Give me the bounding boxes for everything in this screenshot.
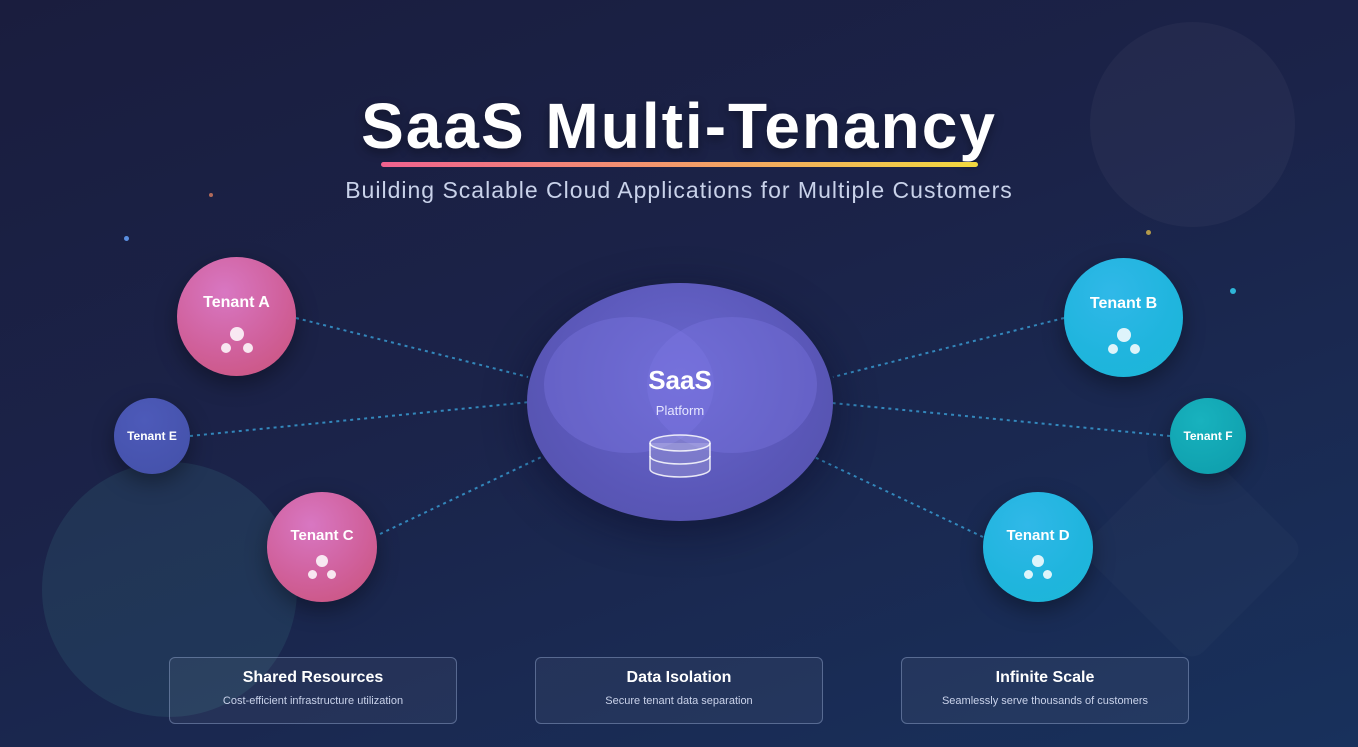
connector-tenant-e: [189, 401, 531, 437]
tenant-c-node: Tenant C: [267, 492, 377, 602]
decorative-dot: [1146, 230, 1151, 235]
saas-platform-hub: SaaS Platform: [527, 283, 833, 521]
users-icon: [219, 327, 255, 353]
database-icon: [649, 434, 711, 478]
hub-title: SaaS: [648, 365, 712, 395]
tenant-label: Tenant E: [127, 429, 177, 443]
tenant-label: Tenant D: [1006, 527, 1070, 544]
tenant-f-node: Tenant F: [1170, 398, 1246, 474]
tenant-label: Tenant A: [203, 294, 270, 311]
title-underline: [381, 162, 978, 167]
tenant-label: Tenant C: [290, 527, 354, 544]
feature-card-infinite-scale: Infinite Scale Seamlessly serve thousand…: [901, 657, 1189, 724]
connector-tenant-f: [831, 402, 1171, 437]
feature-description: Seamlessly serve thousands of customers: [941, 695, 1149, 707]
tenant-a-node: Tenant A: [177, 257, 296, 376]
decorative-dot: [124, 236, 129, 241]
feature-description: Cost-efficient infrastructure utilizatio…: [222, 695, 404, 707]
decorative-circle: [42, 462, 297, 717]
tenant-label: Tenant F: [1183, 429, 1233, 443]
feature-description: Secure tenant data separation: [605, 695, 753, 707]
connector-tenant-c: [379, 451, 553, 535]
feature-title: Data Isolation: [626, 669, 732, 686]
page-subtitle: Building Scalable Cloud Applications for…: [345, 177, 1013, 203]
tenant-b-node: Tenant B: [1064, 258, 1183, 377]
connector-tenant-a: [295, 317, 529, 378]
tenant-d-node: Tenant D: [983, 492, 1093, 602]
hub-lobe: [544, 317, 714, 453]
tenant-label: Tenant B: [1089, 295, 1158, 312]
users-icon: [1022, 555, 1054, 579]
users-icon: [1106, 328, 1142, 354]
feature-title: Infinite Scale: [995, 669, 1095, 686]
feature-title: Shared Resources: [242, 669, 384, 686]
feature-card-shared-resources: Shared Resources Cost-efficient infrastr…: [169, 657, 457, 724]
connector-tenant-b: [832, 317, 1065, 378]
tenant-e-node: Tenant E: [114, 398, 190, 474]
decorative-dot: [1230, 288, 1236, 294]
connector-tenant-d: [807, 453, 984, 538]
hub-lobe: [647, 317, 817, 453]
hub-subtitle: Platform: [655, 403, 705, 418]
feature-card-data-isolation: Data Isolation Secure tenant data separa…: [535, 657, 823, 724]
users-icon: [306, 555, 338, 579]
page-title: SaaS Multi-Tenancy: [361, 90, 997, 162]
decorative-dot: [209, 193, 213, 197]
